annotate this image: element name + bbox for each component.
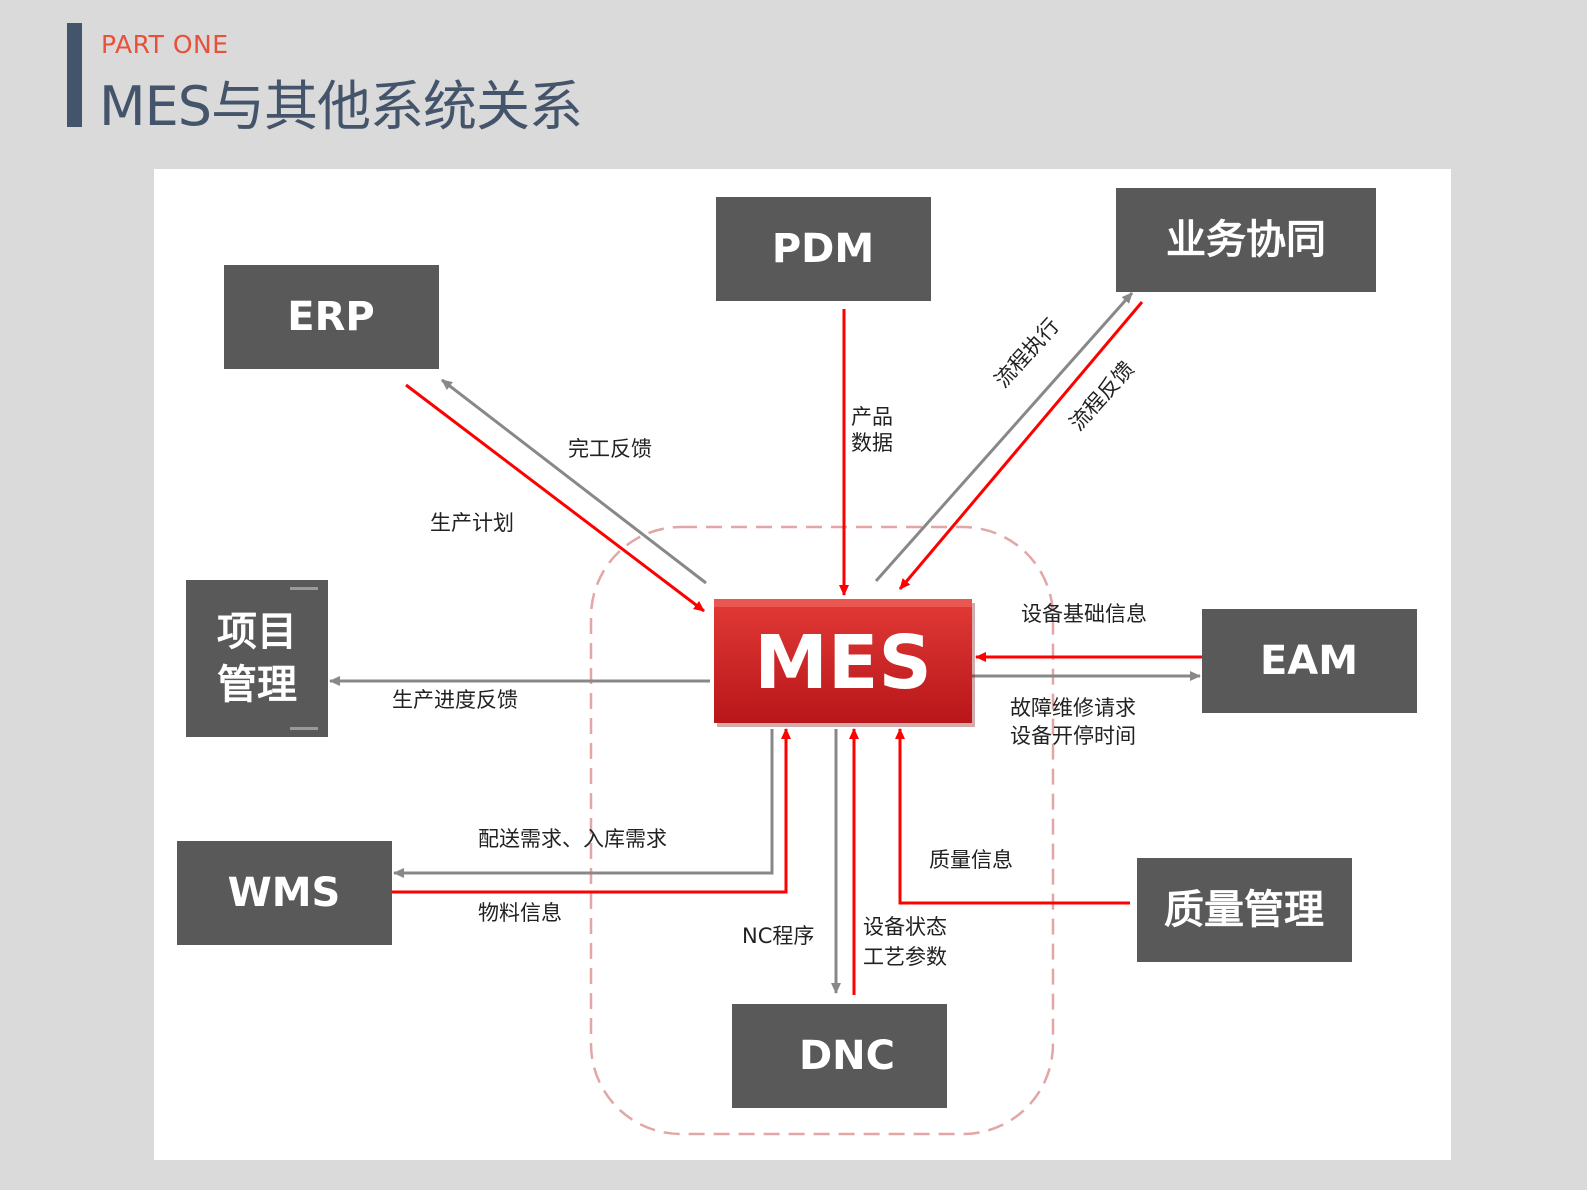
svg-text:DNC: DNC: [799, 1033, 895, 1079]
svg-text:项目: 项目: [217, 609, 297, 655]
label-eam-request-2: 设备开停时间: [1010, 724, 1136, 748]
label-erp-plan: 生产计划: [430, 511, 514, 535]
node-erp: ERP: [224, 265, 439, 369]
label-eam-basic: 设备基础信息: [1021, 602, 1147, 626]
svg-text:MES: MES: [754, 620, 931, 706]
label-dnc-status-2: 工艺参数: [863, 945, 947, 969]
node-quality-management: 质量管理: [1137, 858, 1352, 962]
erp-plan-arrow: [405, 383, 705, 613]
label-wms-material: 物料信息: [478, 901, 562, 925]
svg-text:WMS: WMS: [228, 870, 341, 916]
quality-info-arrow: [895, 728, 1130, 905]
erp-feedback-arrow: [441, 378, 707, 585]
label-erp-feedback: 完工反馈: [568, 437, 652, 461]
section-label: PART ONE: [101, 30, 229, 59]
page-title: MES与其他系统关系: [99, 75, 583, 138]
label-pdm-product-2: 数据: [851, 431, 893, 455]
flow-exec-arrow: [874, 292, 1134, 582]
node-project-management: 项目 管理: [186, 580, 328, 737]
svg-text:ERP: ERP: [287, 294, 374, 340]
label-eam-request-1: 故障维修请求: [1010, 696, 1136, 720]
label-project-progress: 生产进度反馈: [392, 688, 518, 712]
label-wms-demand: 配送需求、入库需求: [478, 827, 667, 851]
diagram-svg: ERP PDM 业务协同 项目 管理 EAM WMS 质量管理 DNC MES …: [177, 188, 1417, 1136]
wms-material-arrow: [392, 728, 791, 894]
label-pdm-product-1: 产品: [851, 405, 893, 429]
node-pdm: PDM: [716, 197, 931, 301]
svg-text:管理: 管理: [217, 662, 297, 708]
node-mes: MES: [714, 599, 975, 727]
node-eam: EAM: [1202, 609, 1417, 713]
label-quality-info: 质量信息: [929, 848, 1013, 872]
node-wms: WMS: [177, 841, 392, 945]
svg-text:业务协同: 业务协同: [1166, 217, 1326, 263]
label-dnc-program: NC程序: [742, 924, 814, 948]
flow-feedback-arrow: [898, 301, 1144, 590]
svg-text:PDM: PDM: [772, 226, 874, 272]
node-business-collaboration: 业务协同: [1116, 188, 1376, 292]
svg-text:EAM: EAM: [1260, 638, 1358, 684]
label-dnc-status-1: 设备状态: [863, 915, 947, 939]
mes-scope-boundary: [589, 525, 1055, 1136]
wms-demand-arrow: [393, 729, 774, 878]
diagram-canvas: ERP PDM 业务协同 项目 管理 EAM WMS 质量管理 DNC MES …: [154, 169, 1451, 1160]
label-flow-feedback: 流程反馈: [1065, 357, 1139, 435]
title-accent-bar: [67, 23, 82, 127]
svg-text:质量管理: 质量管理: [1164, 887, 1324, 933]
node-dnc: DNC: [732, 1004, 947, 1108]
